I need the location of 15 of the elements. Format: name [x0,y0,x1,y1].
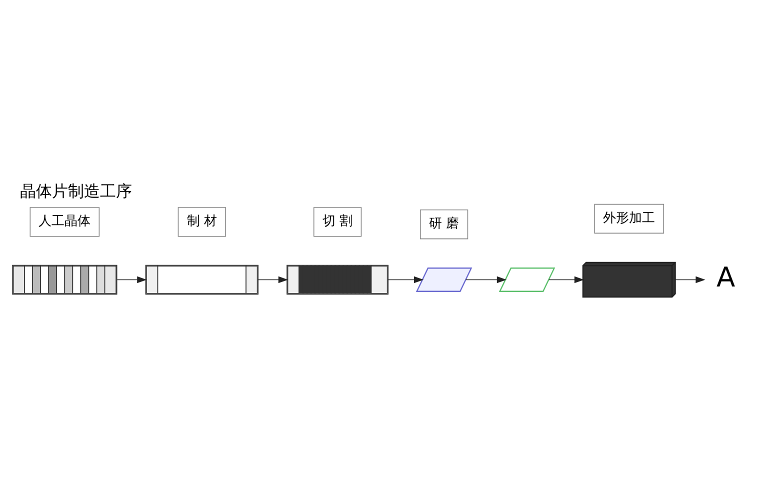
node-picture [416,267,472,292]
arrow [548,276,584,283]
node-label: 制 材 [186,213,217,228]
node-label: 研 磨 [429,216,460,231]
node-label: 人工晶体 [38,213,91,228]
arrow [116,276,147,283]
arrow [675,276,706,283]
node-label: 切 割 [322,213,353,228]
arrow [258,276,288,283]
arrow [465,276,507,283]
diagram-title: 晶体片制造工序 [20,180,132,200]
node-picture [498,267,556,292]
arrow [388,276,424,283]
node-text: A [716,262,736,294]
node-label: 外形加工 [603,210,656,226]
